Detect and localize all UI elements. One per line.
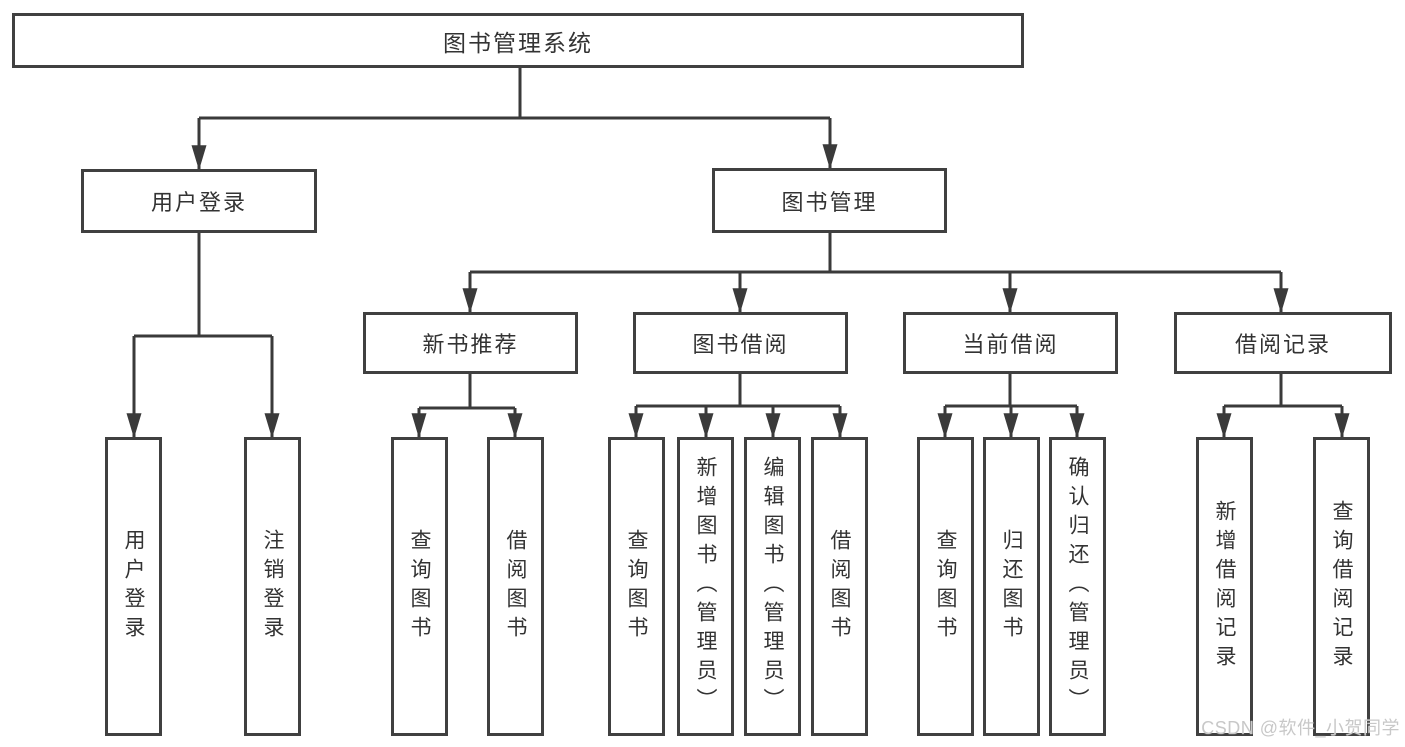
connector-book-borrow-tee — [636, 374, 840, 408]
node-current-borrow-label: 当前借阅 — [962, 332, 1059, 357]
node-user-login-label: 用户登录 — [150, 190, 247, 215]
leaf-logout-label: 注销登录 — [261, 528, 284, 645]
leaf-query-borrow-record: 查询借阅记录 — [1313, 437, 1370, 736]
connector-borrow-record-tee — [1224, 374, 1342, 408]
node-borrow-records: 借阅记录 — [1174, 312, 1392, 374]
leaf-query-borrow-record-label: 查询借阅记录 — [1330, 499, 1353, 674]
leaf-user-login-label: 用户登录 — [122, 528, 145, 645]
leaf-add-book-admin: 新增图书（管理员） — [677, 437, 734, 736]
connector-current-borrow-tee — [945, 374, 1077, 408]
leaf-add-book-admin-label: 新增图书（管理员） — [694, 456, 717, 717]
leaf-query-books-borrow-label: 查询图书 — [625, 528, 648, 645]
node-root-label: 图书管理系统 — [443, 29, 593, 56]
node-user-login: 用户登录 — [81, 169, 317, 233]
leaf-query-books-recommend-label: 查询图书 — [408, 528, 431, 645]
node-borrow-records-label: 借阅记录 — [1234, 332, 1331, 357]
leaf-confirm-return-admin: 确认归还（管理员） — [1049, 437, 1106, 736]
leaf-borrow-book-label: 借阅图书 — [828, 528, 851, 645]
leaf-confirm-return-admin-label: 确认归还（管理员） — [1066, 456, 1089, 717]
leaf-query-books-current-label: 查询图书 — [934, 528, 957, 645]
leaf-borrow-book: 借阅图书 — [811, 437, 868, 736]
connector-root-tee — [199, 68, 830, 120]
leaf-logout: 注销登录 — [244, 437, 301, 736]
node-new-book-recommend: 新书推荐 — [363, 312, 578, 374]
connector-book-mgmt-tee — [470, 233, 1281, 274]
node-book-mgmt: 图书管理 — [712, 168, 947, 233]
node-current-borrow: 当前借阅 — [903, 312, 1118, 374]
node-root: 图书管理系统 — [12, 13, 1024, 68]
node-book-mgmt-label: 图书管理 — [781, 189, 878, 215]
leaf-return-book-label: 归还图书 — [1000, 528, 1023, 645]
leaf-query-books-current: 查询图书 — [917, 437, 974, 736]
leaf-edit-book-admin-label: 编辑图书（管理员） — [761, 456, 784, 717]
leaf-add-borrow-record: 新增借阅记录 — [1196, 437, 1253, 736]
node-book-borrow-label: 图书借阅 — [692, 332, 789, 357]
leaf-add-borrow-record-label: 新增借阅记录 — [1213, 499, 1236, 674]
leaf-user-login: 用户登录 — [105, 437, 162, 736]
leaf-query-books-recommend: 查询图书 — [391, 437, 448, 736]
node-new-book-recommend-label: 新书推荐 — [422, 332, 519, 357]
leaf-borrow-books-recommend-label: 借阅图书 — [504, 528, 527, 645]
connector-user-login-tee — [134, 233, 272, 338]
leaf-return-book: 归还图书 — [983, 437, 1040, 736]
leaf-edit-book-admin: 编辑图书（管理员） — [744, 437, 801, 736]
node-book-borrow: 图书借阅 — [633, 312, 848, 374]
leaf-borrow-books-recommend: 借阅图书 — [487, 437, 544, 736]
connector-new-book-tee — [419, 374, 515, 410]
csdn-watermark: CSDN @软件_小贺同学 — [1201, 718, 1400, 738]
leaf-query-books-borrow: 查询图书 — [608, 437, 665, 736]
